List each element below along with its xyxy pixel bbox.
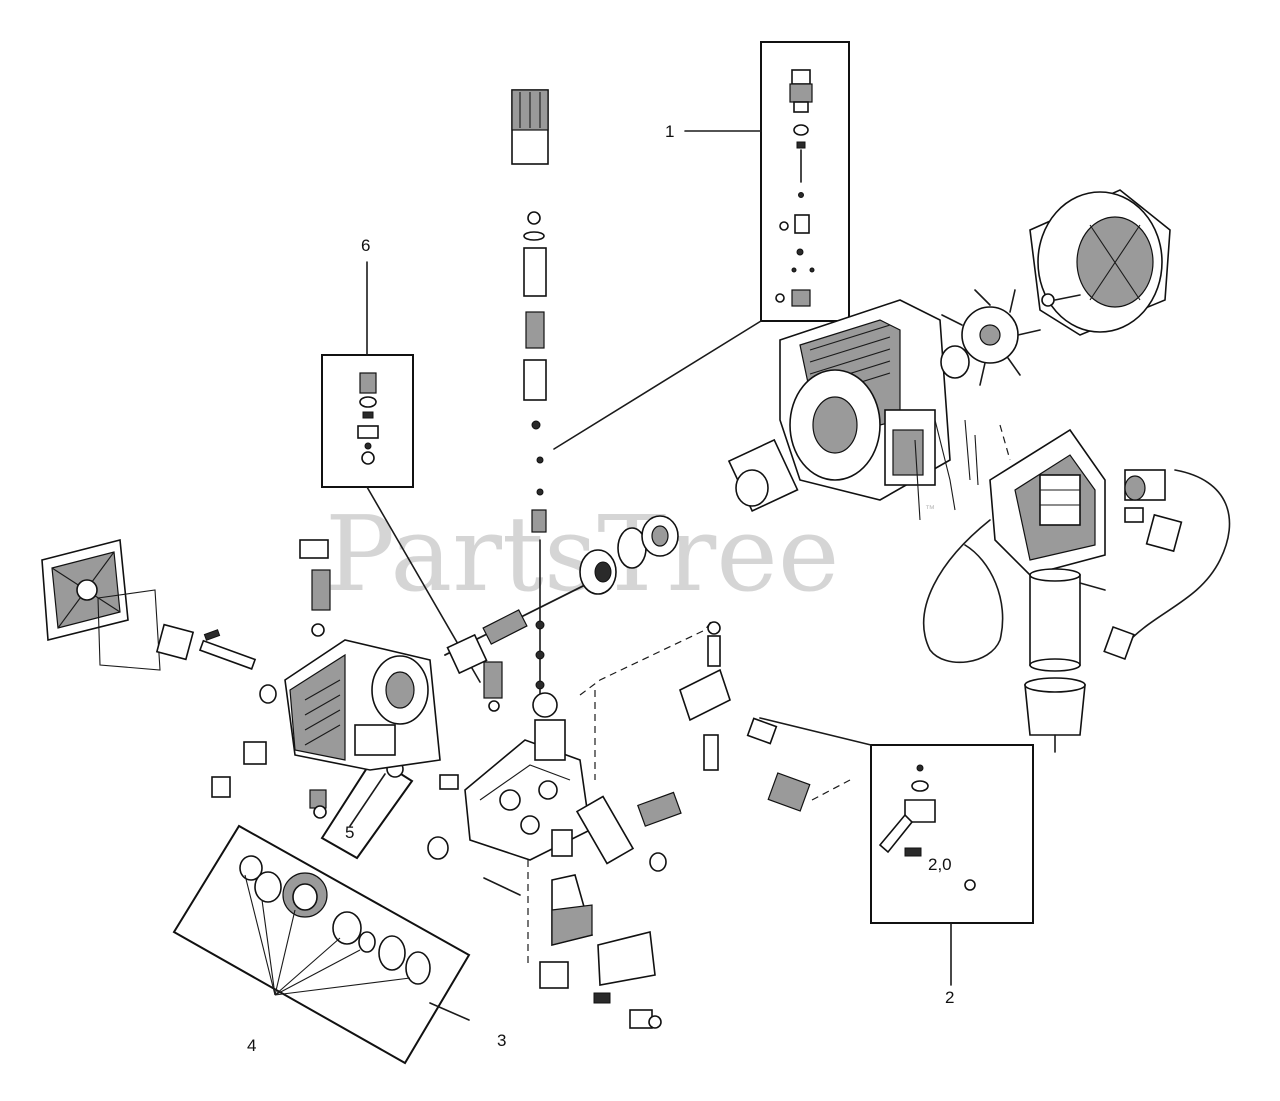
bearing-set — [579, 515, 679, 595]
callout-5: 5 — [345, 823, 354, 842]
motor-leads — [914, 419, 979, 521]
callout-1: 1 — [665, 122, 674, 141]
kit-1-parts — [775, 69, 815, 307]
callout-6: 6 — [361, 236, 370, 255]
callout-4-leaders — [244, 874, 411, 996]
watermark: PartsTree — [325, 493, 839, 615]
seal-kit-parts — [239, 855, 431, 985]
pump-fittings — [211, 539, 331, 819]
power-cord — [922, 469, 1231, 664]
callout-3: 3 — [497, 1031, 506, 1050]
crank-parts-left — [155, 623, 277, 704]
electric-motor — [727, 299, 951, 513]
watermark-trademark: ™ — [925, 504, 935, 515]
fan-cover-right — [1029, 189, 1171, 336]
t-fitting — [679, 621, 851, 812]
bottom-fittings — [539, 874, 662, 1029]
unloader-valve-stack — [523, 211, 547, 701]
plate-box-5[interactable] — [320, 755, 414, 860]
callout-2: 2 — [945, 988, 954, 1007]
capacitor — [1029, 568, 1106, 672]
outlet-fittings — [427, 633, 682, 896]
kit-2-parts: 2,0 — [878, 764, 976, 891]
switch-box — [989, 428, 1106, 576]
callout-4: 4 — [247, 1036, 256, 1055]
pressure-cap — [511, 89, 549, 165]
kit-6-parts — [357, 372, 379, 465]
seal-kit-box-3[interactable] — [172, 824, 471, 1065]
fan-shroud-left — [41, 538, 129, 642]
kit-box-2[interactable]: 2,0 — [759, 717, 1034, 986]
kit-box-6[interactable] — [321, 261, 481, 683]
cooling-fan — [940, 289, 1041, 386]
pump-crankcase — [284, 639, 441, 771]
capacitor-boot — [1024, 677, 1086, 753]
svg-text:2,0: 2,0 — [928, 855, 952, 874]
kit-box-1[interactable] — [553, 41, 850, 450]
